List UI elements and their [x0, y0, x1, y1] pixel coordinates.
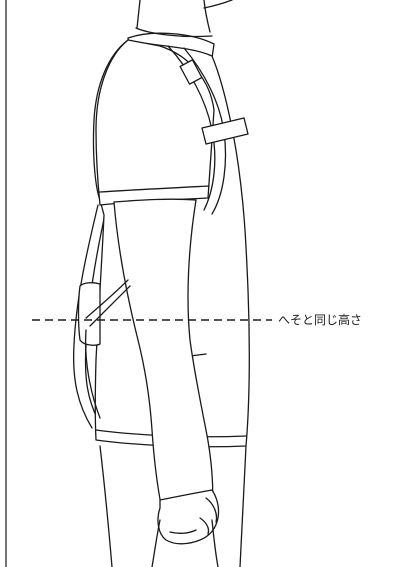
thumb	[205, 497, 218, 523]
leg-back	[99, 445, 113, 567]
leg-inner-2	[151, 519, 161, 567]
navel-height-label: へそと同じ高さ	[278, 312, 362, 327]
leg-inner	[211, 519, 219, 567]
leg-front	[239, 445, 247, 567]
neck	[136, 0, 141, 29]
sleeve-cuff	[99, 185, 210, 193]
neck-front	[203, 0, 211, 33]
pack-strap-2	[89, 285, 131, 327]
collar-band	[135, 27, 213, 38]
back-strap	[72, 204, 99, 429]
chin	[203, 0, 233, 9]
pack-strap	[85, 279, 129, 319]
hand	[157, 489, 220, 545]
finger-line-1	[169, 529, 197, 534]
finger-line-2	[199, 517, 210, 535]
strap-buckle	[179, 59, 203, 85]
strap-pad	[201, 117, 249, 145]
waist-pack	[77, 282, 101, 346]
pack-strap-lower	[84, 329, 101, 419]
